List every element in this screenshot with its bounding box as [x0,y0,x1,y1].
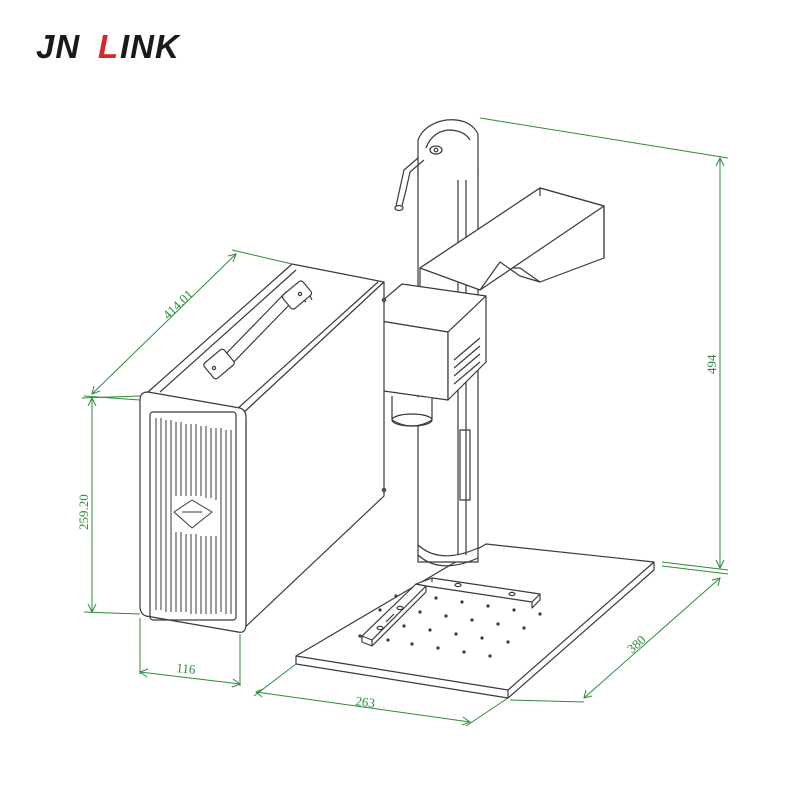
dim-box-width: 116 [176,660,197,677]
column-top-knob [394,119,479,212]
svg-text:JN: JN [36,28,80,65]
svg-text:L: L [98,28,119,65]
dim-base-depth: 380 [624,632,649,656]
positioning-bracket [361,577,541,647]
base-holes [358,594,542,658]
dimension-lines [81,117,729,727]
base-plate [295,543,655,699]
brand-logo: JN L INK [36,28,181,65]
dim-base-width: 263 [355,693,376,711]
laser-source-box [139,263,387,633]
carry-handle [203,280,313,380]
vent-grille [155,418,232,614]
dim-overall-height: 494 [704,354,719,374]
dim-box-length: 414.01 [160,287,196,323]
lens-barrel [391,396,433,427]
horizontal-arm [419,187,605,291]
svg-text:INK: INK [120,28,181,65]
dim-box-height: 259.20 [76,494,91,530]
